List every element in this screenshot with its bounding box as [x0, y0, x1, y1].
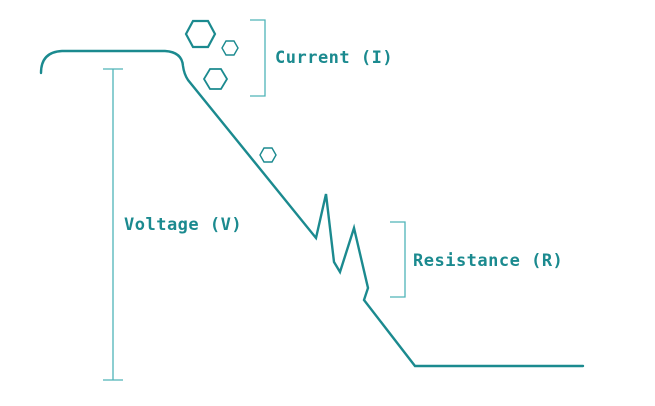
voltage-label-background [120, 210, 258, 238]
voltage-dimension-line [103, 68, 123, 381]
hill-slope-path [39, 49, 585, 368]
resistance-bracket [390, 221, 406, 298]
current-bracket [250, 19, 266, 97]
resistance-label: Resistance (R) [413, 251, 563, 271]
current-label: Current (I) [275, 48, 393, 68]
hexagon-particle-icon [202, 68, 229, 90]
hexagon-particle-icon [221, 40, 239, 56]
hexagon-particle-icon [184, 19, 217, 49]
voltage-label: Voltage (V) [124, 215, 242, 235]
hexagon-particle-icon [259, 147, 277, 163]
